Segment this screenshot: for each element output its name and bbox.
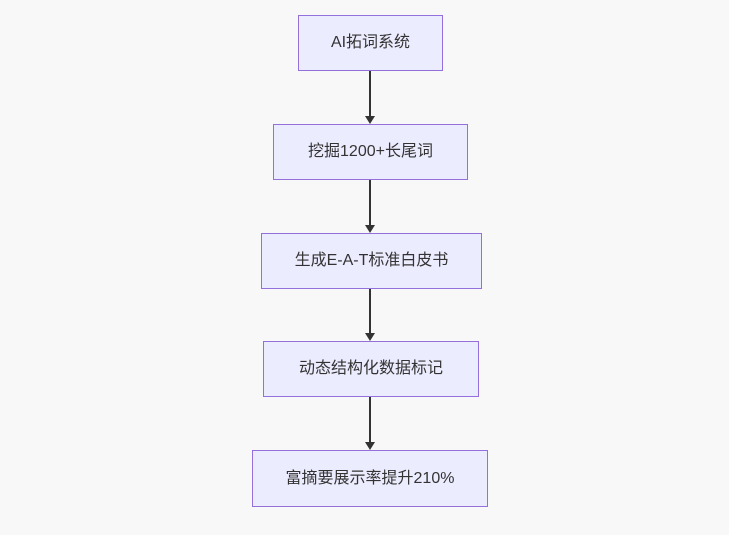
arrow-line-step-3-to-step-4 (369, 289, 371, 333)
arrowhead-icon-step-2-to-step-3 (365, 225, 375, 233)
flowchart-node-step-3: 生成E-A-T标准白皮书 (261, 233, 482, 289)
flowchart-node-step-1: AI拓词系统 (298, 15, 443, 71)
arrowhead-icon-step-3-to-step-4 (365, 333, 375, 341)
arrow-line-step-4-to-step-5 (369, 397, 371, 442)
node-label-step-4: 动态结构化数据标记 (298, 360, 443, 378)
node-label-step-1: AI拓词系统 (330, 34, 411, 52)
arrowhead-icon-step-1-to-step-2 (365, 116, 375, 124)
node-label-step-2: 挖掘1200+长尾词 (308, 143, 433, 161)
flowchart-node-step-5: 富摘要展示率提升210% (252, 450, 488, 507)
flowchart-node-step-4: 动态结构化数据标记 (263, 341, 479, 397)
arrow-line-step-1-to-step-2 (369, 71, 371, 116)
node-label-step-3: 生成E-A-T标准白皮书 (294, 252, 449, 270)
arrow-line-step-2-to-step-3 (369, 180, 371, 225)
flowchart-node-step-2: 挖掘1200+长尾词 (273, 124, 468, 180)
node-label-step-5: 富摘要展示率提升210% (285, 469, 455, 487)
arrowhead-icon-step-4-to-step-5 (365, 442, 375, 450)
